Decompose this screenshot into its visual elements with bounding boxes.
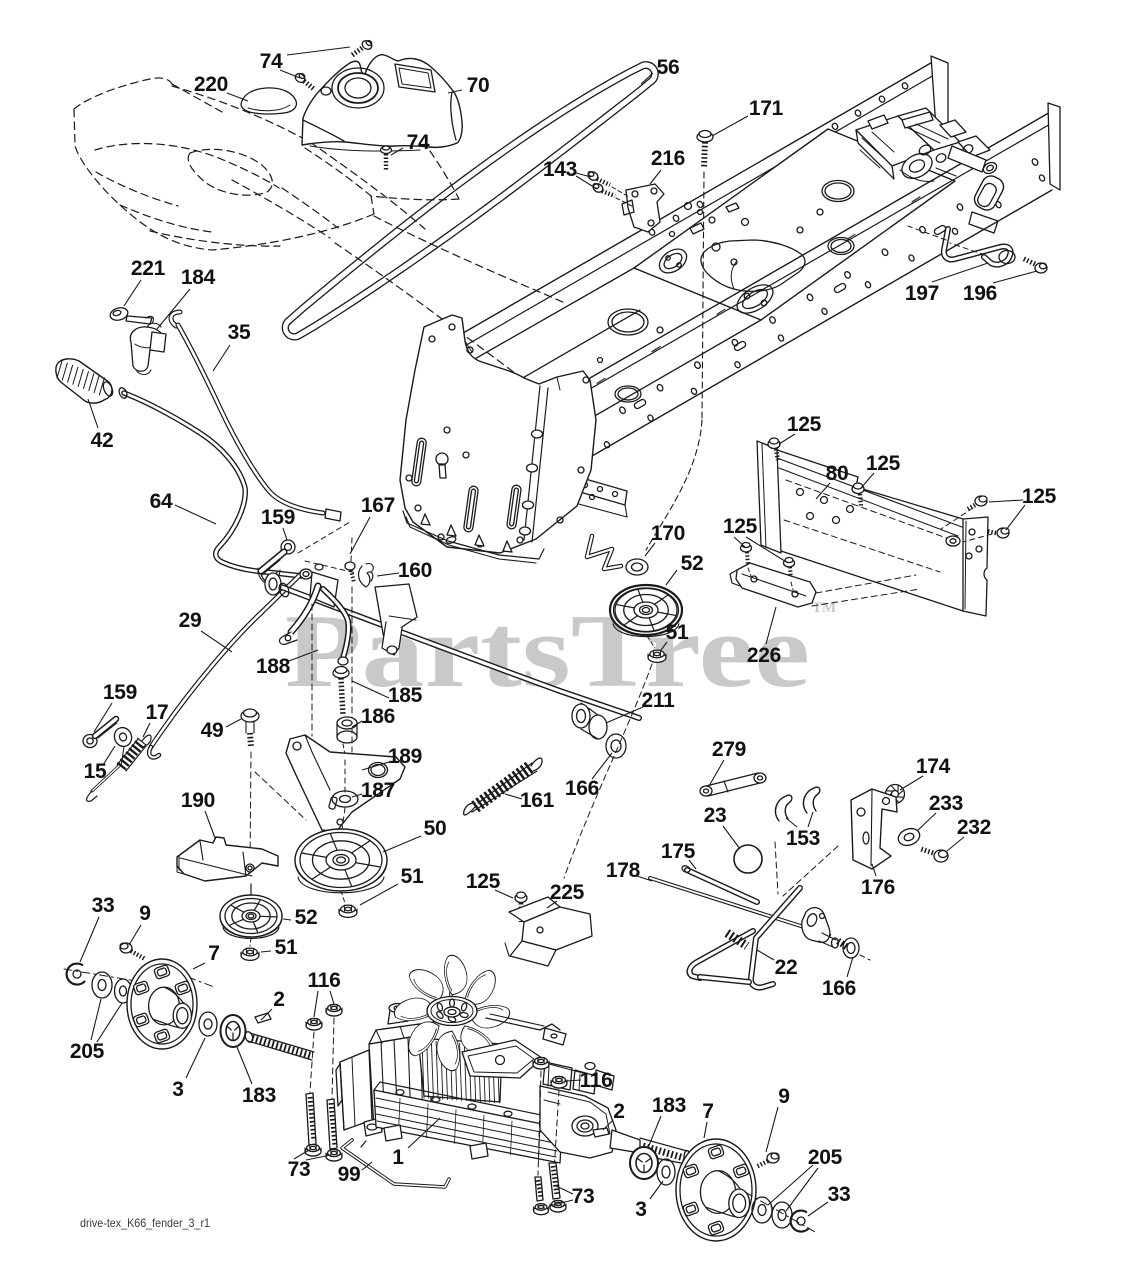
svg-text:2: 2 — [613, 1100, 624, 1123]
svg-text:184: 184 — [181, 266, 216, 289]
svg-text:51: 51 — [666, 621, 689, 644]
svg-text:7: 7 — [208, 942, 219, 965]
svg-text:233: 233 — [929, 792, 963, 815]
svg-text:23: 23 — [704, 804, 727, 827]
svg-text:226: 226 — [747, 644, 781, 667]
svg-text:1: 1 — [392, 1146, 404, 1169]
svg-text:125: 125 — [866, 452, 901, 475]
svg-text:197: 197 — [905, 282, 939, 305]
svg-text:9: 9 — [139, 902, 150, 925]
svg-text:221: 221 — [131, 257, 166, 280]
svg-text:185: 185 — [388, 684, 423, 707]
svg-text:183: 183 — [242, 1084, 276, 1107]
svg-text:161: 161 — [520, 789, 555, 812]
svg-text:22: 22 — [775, 956, 798, 979]
svg-text:74: 74 — [407, 131, 430, 154]
svg-text:52: 52 — [681, 552, 704, 575]
svg-text:176: 176 — [861, 876, 895, 899]
svg-text:225: 225 — [550, 881, 585, 904]
svg-text:73: 73 — [572, 1185, 595, 1208]
svg-text:190: 190 — [181, 789, 215, 812]
svg-text:187: 187 — [361, 779, 395, 802]
svg-text:99: 99 — [338, 1163, 361, 1186]
svg-text:171: 171 — [749, 97, 784, 120]
svg-text:drive-tex_K66_fender_3_r1: drive-tex_K66_fender_3_r1 — [80, 1216, 210, 1230]
svg-text:174: 174 — [916, 755, 951, 778]
svg-text:186: 186 — [361, 705, 395, 728]
svg-text:17: 17 — [146, 701, 169, 724]
svg-text:125: 125 — [1022, 485, 1057, 508]
svg-text:PartsTree: PartsTree — [285, 592, 810, 709]
svg-text:116: 116 — [580, 1069, 613, 1092]
svg-text:73: 73 — [288, 1158, 311, 1181]
svg-text:3: 3 — [172, 1078, 183, 1101]
svg-text:33: 33 — [92, 894, 115, 917]
svg-text:220: 220 — [194, 73, 228, 96]
svg-text:35: 35 — [228, 321, 251, 344]
svg-text:7: 7 — [702, 1100, 713, 1123]
svg-text:166: 166 — [565, 777, 599, 800]
svg-text:143: 143 — [543, 158, 577, 181]
svg-text:183: 183 — [652, 1094, 686, 1117]
svg-text:9: 9 — [778, 1085, 789, 1108]
svg-text:167: 167 — [361, 494, 395, 517]
svg-text:80: 80 — [826, 462, 849, 485]
svg-text:125: 125 — [787, 413, 822, 436]
svg-text:170: 170 — [651, 522, 685, 545]
svg-text:33: 33 — [828, 1183, 851, 1206]
svg-text:159: 159 — [261, 506, 295, 529]
svg-text:50: 50 — [424, 817, 447, 840]
svg-text:189: 189 — [388, 745, 422, 768]
svg-text:188: 188 — [256, 655, 291, 678]
svg-text:51: 51 — [401, 865, 424, 888]
svg-text:279: 279 — [712, 738, 746, 761]
svg-text:3: 3 — [635, 1198, 646, 1221]
svg-text:51: 51 — [275, 936, 298, 959]
svg-text:74: 74 — [260, 50, 283, 73]
svg-text:29: 29 — [179, 609, 202, 632]
svg-text:70: 70 — [467, 74, 490, 97]
svg-text:52: 52 — [295, 906, 318, 929]
svg-text:64: 64 — [150, 490, 173, 513]
svg-text:56: 56 — [657, 56, 680, 79]
svg-text:232: 232 — [957, 816, 991, 839]
svg-text:216: 216 — [651, 147, 685, 170]
svg-text:49: 49 — [201, 719, 224, 742]
svg-text:205: 205 — [70, 1040, 105, 1063]
svg-text:153: 153 — [786, 827, 820, 850]
svg-text:160: 160 — [398, 559, 432, 582]
svg-text:125: 125 — [466, 870, 501, 893]
svg-text:116: 116 — [308, 969, 341, 992]
svg-text:178: 178 — [606, 859, 641, 882]
svg-text:175: 175 — [661, 840, 696, 863]
svg-text:166: 166 — [822, 977, 856, 1000]
svg-text:196: 196 — [963, 282, 997, 305]
svg-text:211: 211 — [642, 689, 676, 712]
svg-text:125: 125 — [723, 515, 758, 538]
svg-text:42: 42 — [91, 429, 114, 452]
svg-text:15: 15 — [84, 760, 107, 783]
svg-text:2: 2 — [273, 988, 284, 1011]
svg-text:205: 205 — [808, 1146, 843, 1169]
svg-text:159: 159 — [103, 681, 137, 704]
svg-text:TM: TM — [812, 600, 836, 616]
